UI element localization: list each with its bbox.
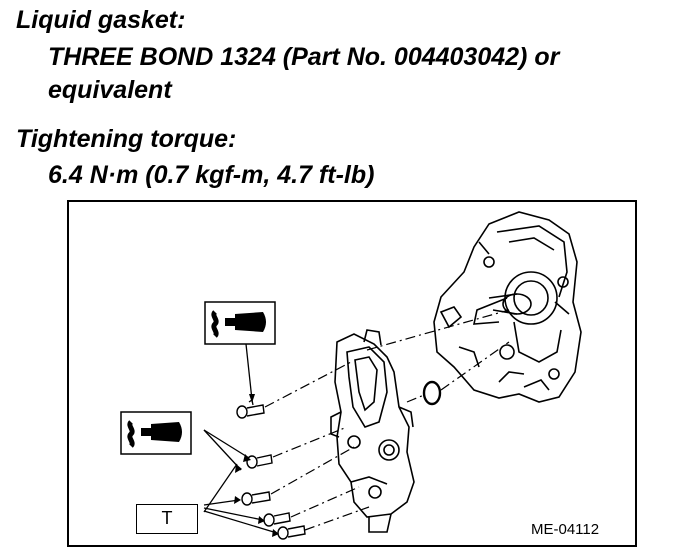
tightening-torque-heading: Tightening torque: [16,125,237,153]
liquid-gasket-heading: Liquid gasket: [16,6,186,34]
engine-housing-drawing [433,211,582,403]
diagram-drawing [120,211,582,540]
o-ring-drawing [422,380,442,406]
arrowheads [234,394,279,537]
tightening-torque-value: 6.4 N·m (0.7 kgf-m, 4.7 ft-lb) [48,161,375,189]
oil-pump-exploded-diagram [67,200,637,547]
leader-lines [203,343,278,534]
liquid-gasket-spec-line2: equivalent [48,76,172,104]
bolts-drawing [236,404,306,540]
torque-symbol-box: T [136,504,198,534]
liquid-gasket-spec-line1: THREE BOND 1324 (Part No. 004403042) or [48,43,560,71]
liquid-gasket-tube-icon [204,301,276,345]
oil-pump-drawing [330,329,415,533]
liquid-gasket-tube-icon [120,411,192,455]
figure-id: ME-04112 [531,521,600,538]
alignment-lines [264,309,510,531]
